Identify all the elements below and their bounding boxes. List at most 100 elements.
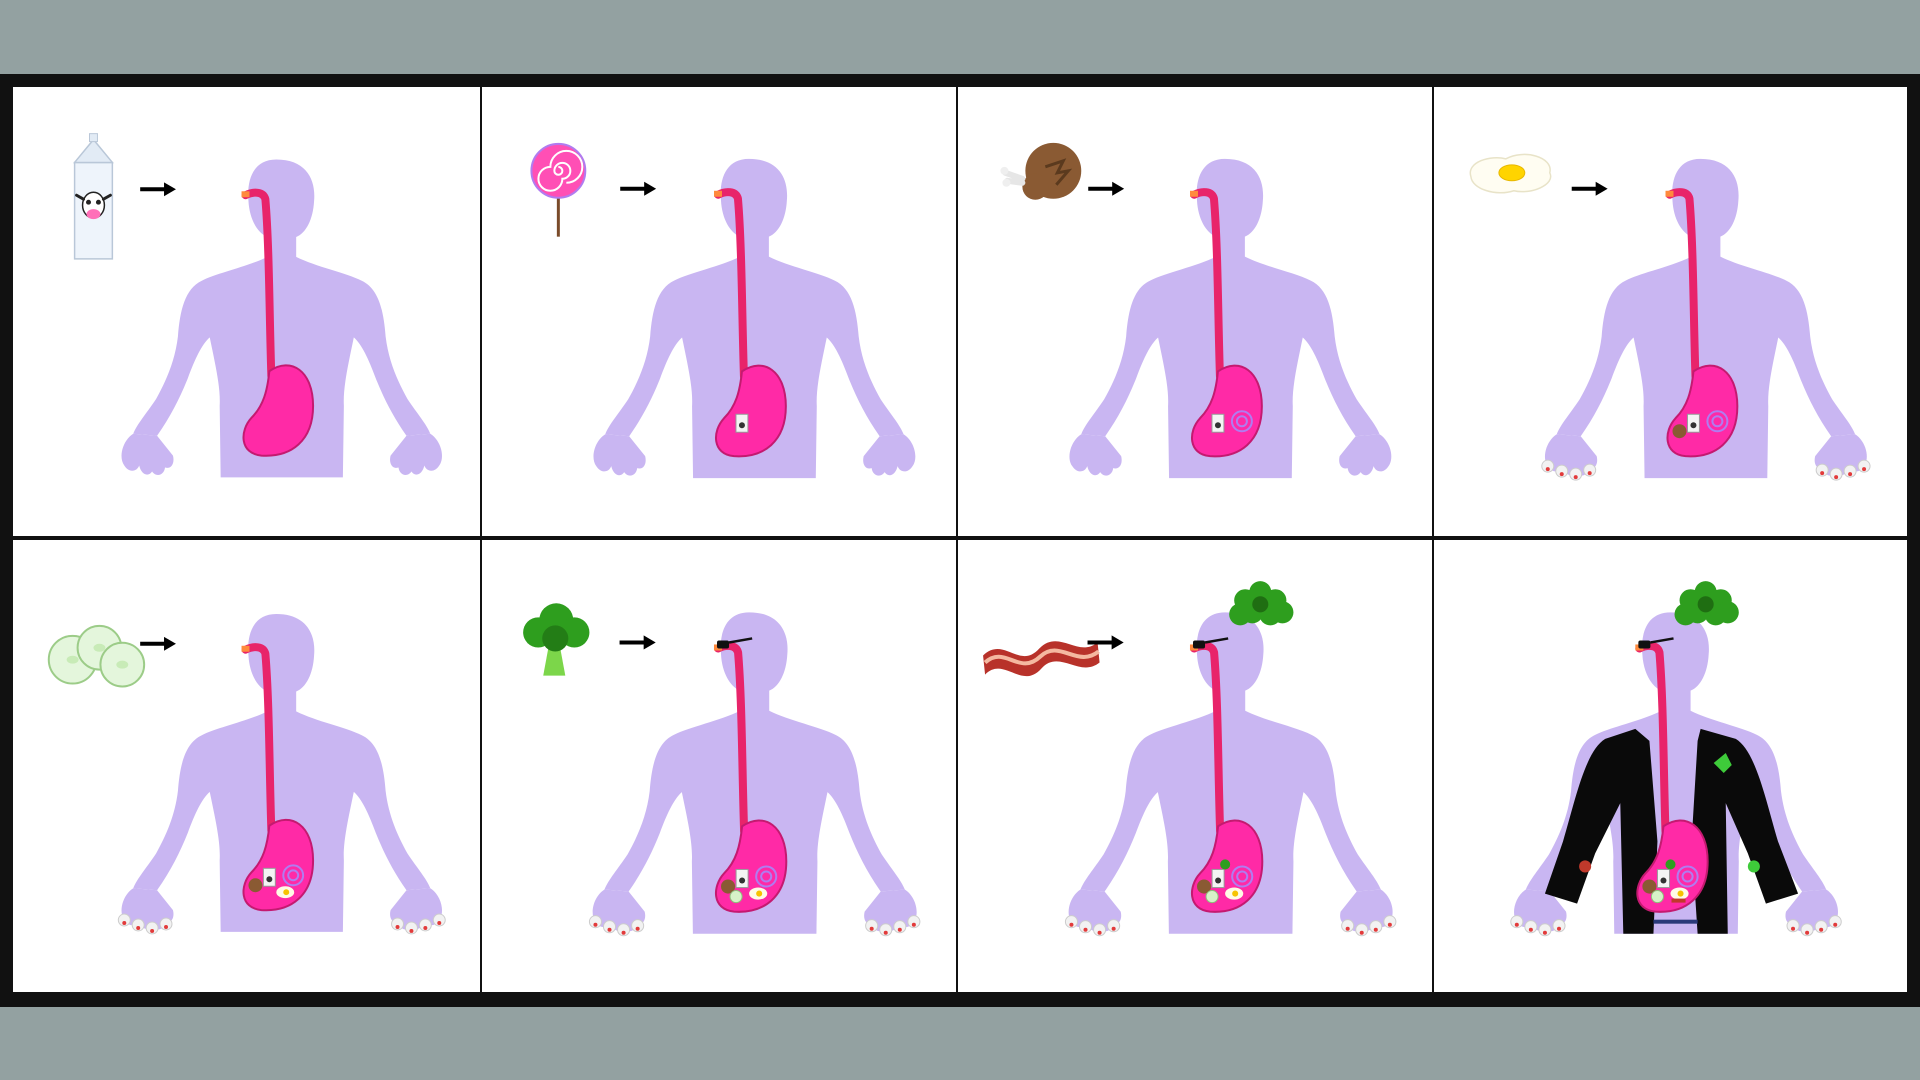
comic-panel-3 <box>958 87 1432 536</box>
broccoli-brain <box>1674 581 1739 626</box>
candy-in-stomach <box>1676 865 1699 888</box>
comic-panel-2 <box>482 87 956 536</box>
meat-in-stomach <box>1642 879 1657 894</box>
fingertip-nails <box>1510 915 1842 937</box>
comic-panel-1 <box>13 87 480 536</box>
right-arrow-icon <box>140 636 176 651</box>
pocket-square <box>1713 752 1732 774</box>
comic-panel-4 <box>1434 87 1907 536</box>
esophagus <box>241 188 276 381</box>
meat-in-stomach <box>248 878 263 893</box>
human-figure <box>1069 158 1392 479</box>
milk-in-stomach <box>735 868 749 889</box>
stomach <box>242 364 315 457</box>
candy-in-stomach <box>282 864 305 887</box>
left-hand <box>121 888 174 930</box>
human-figure <box>593 158 916 479</box>
mouth <box>1190 190 1198 197</box>
body-silhouette <box>133 613 431 932</box>
food-item <box>1469 153 1552 194</box>
esophagus <box>241 643 276 835</box>
milk-in-stomach <box>1656 868 1670 889</box>
food-item <box>47 624 146 688</box>
human-figure <box>1541 158 1871 481</box>
right-hand <box>1339 434 1392 476</box>
panel-illustration <box>73 133 443 478</box>
right-hand <box>1340 889 1393 932</box>
milk-in-stomach <box>735 413 749 433</box>
glasses-icon <box>1192 637 1229 649</box>
panel-illustration <box>1469 153 1871 481</box>
roast-meat-icon <box>1000 142 1082 200</box>
food-item <box>73 133 114 260</box>
panel-illustration <box>47 613 446 935</box>
comic-panel-6 <box>482 540 956 992</box>
milk-in-stomach <box>1211 413 1225 433</box>
candy-in-stomach <box>755 865 778 888</box>
human-figure <box>117 613 446 935</box>
right-hand <box>1814 434 1867 476</box>
food-item <box>983 641 1100 677</box>
body-silhouette <box>604 612 905 934</box>
bacon-in-stomach <box>1671 898 1686 903</box>
milk-carton-icon <box>73 133 114 260</box>
human-figure <box>1510 581 1842 937</box>
right-hand <box>390 888 443 930</box>
fried-egg-icon <box>1469 153 1552 194</box>
panel-illustration <box>530 142 916 479</box>
broccoli-icon <box>523 603 590 676</box>
food-item <box>530 142 587 237</box>
broccoli-in-stomach <box>1220 859 1231 870</box>
broccoli-brain <box>1229 581 1294 626</box>
right-hand <box>390 433 443 475</box>
egg-in-stomach <box>749 887 768 900</box>
panel-grid <box>13 87 1907 994</box>
stomach <box>1191 364 1263 458</box>
human-figure <box>121 159 443 478</box>
cucumber-in-stomach <box>729 890 743 904</box>
egg-in-stomach <box>1225 887 1244 900</box>
meat-in-stomach <box>1672 424 1687 439</box>
lollipop-icon <box>530 142 587 237</box>
esophagus <box>714 188 748 381</box>
left-hand <box>593 434 646 476</box>
egg-in-stomach <box>276 886 295 899</box>
food-item <box>523 603 590 676</box>
body-silhouette <box>133 159 431 478</box>
stomach <box>715 364 787 458</box>
broccoli-in-stomach <box>1665 859 1676 870</box>
right-arrow-icon <box>1088 181 1125 196</box>
glasses-icon <box>1638 637 1674 649</box>
bacon-icon <box>983 641 1100 677</box>
milk-in-stomach <box>1211 868 1225 889</box>
candy-in-stomach <box>1706 410 1729 433</box>
egg-in-stomach <box>1670 887 1689 900</box>
right-hand <box>1785 889 1839 932</box>
right-hand <box>864 889 917 932</box>
cucumber-in-stomach <box>1650 890 1664 904</box>
mouth <box>241 645 250 652</box>
left-hand <box>121 433 174 475</box>
body-silhouette <box>1080 612 1381 934</box>
body-silhouette <box>1556 158 1856 479</box>
glasses-icon <box>716 637 753 649</box>
body-silhouette <box>1081 158 1380 479</box>
right-arrow-icon <box>1571 181 1608 196</box>
right-arrow-icon <box>619 635 656 650</box>
panel-illustration <box>983 581 1397 937</box>
meat-in-stomach <box>721 879 736 894</box>
esophagus <box>1665 188 1700 381</box>
left-hand <box>1514 889 1567 932</box>
left-hand <box>1069 434 1122 476</box>
left-hand <box>1544 434 1598 476</box>
body-silhouette <box>1525 612 1827 934</box>
panel-illustration <box>523 603 921 937</box>
fingertip-nails <box>1541 459 1871 481</box>
candy-in-stomach <box>1231 865 1254 888</box>
right-arrow-icon <box>620 181 657 196</box>
meat-in-stomach <box>1197 879 1212 894</box>
esophagus <box>1190 188 1224 381</box>
body-silhouette <box>605 158 904 479</box>
comic-frame <box>0 74 1920 1007</box>
mouth <box>714 190 722 197</box>
